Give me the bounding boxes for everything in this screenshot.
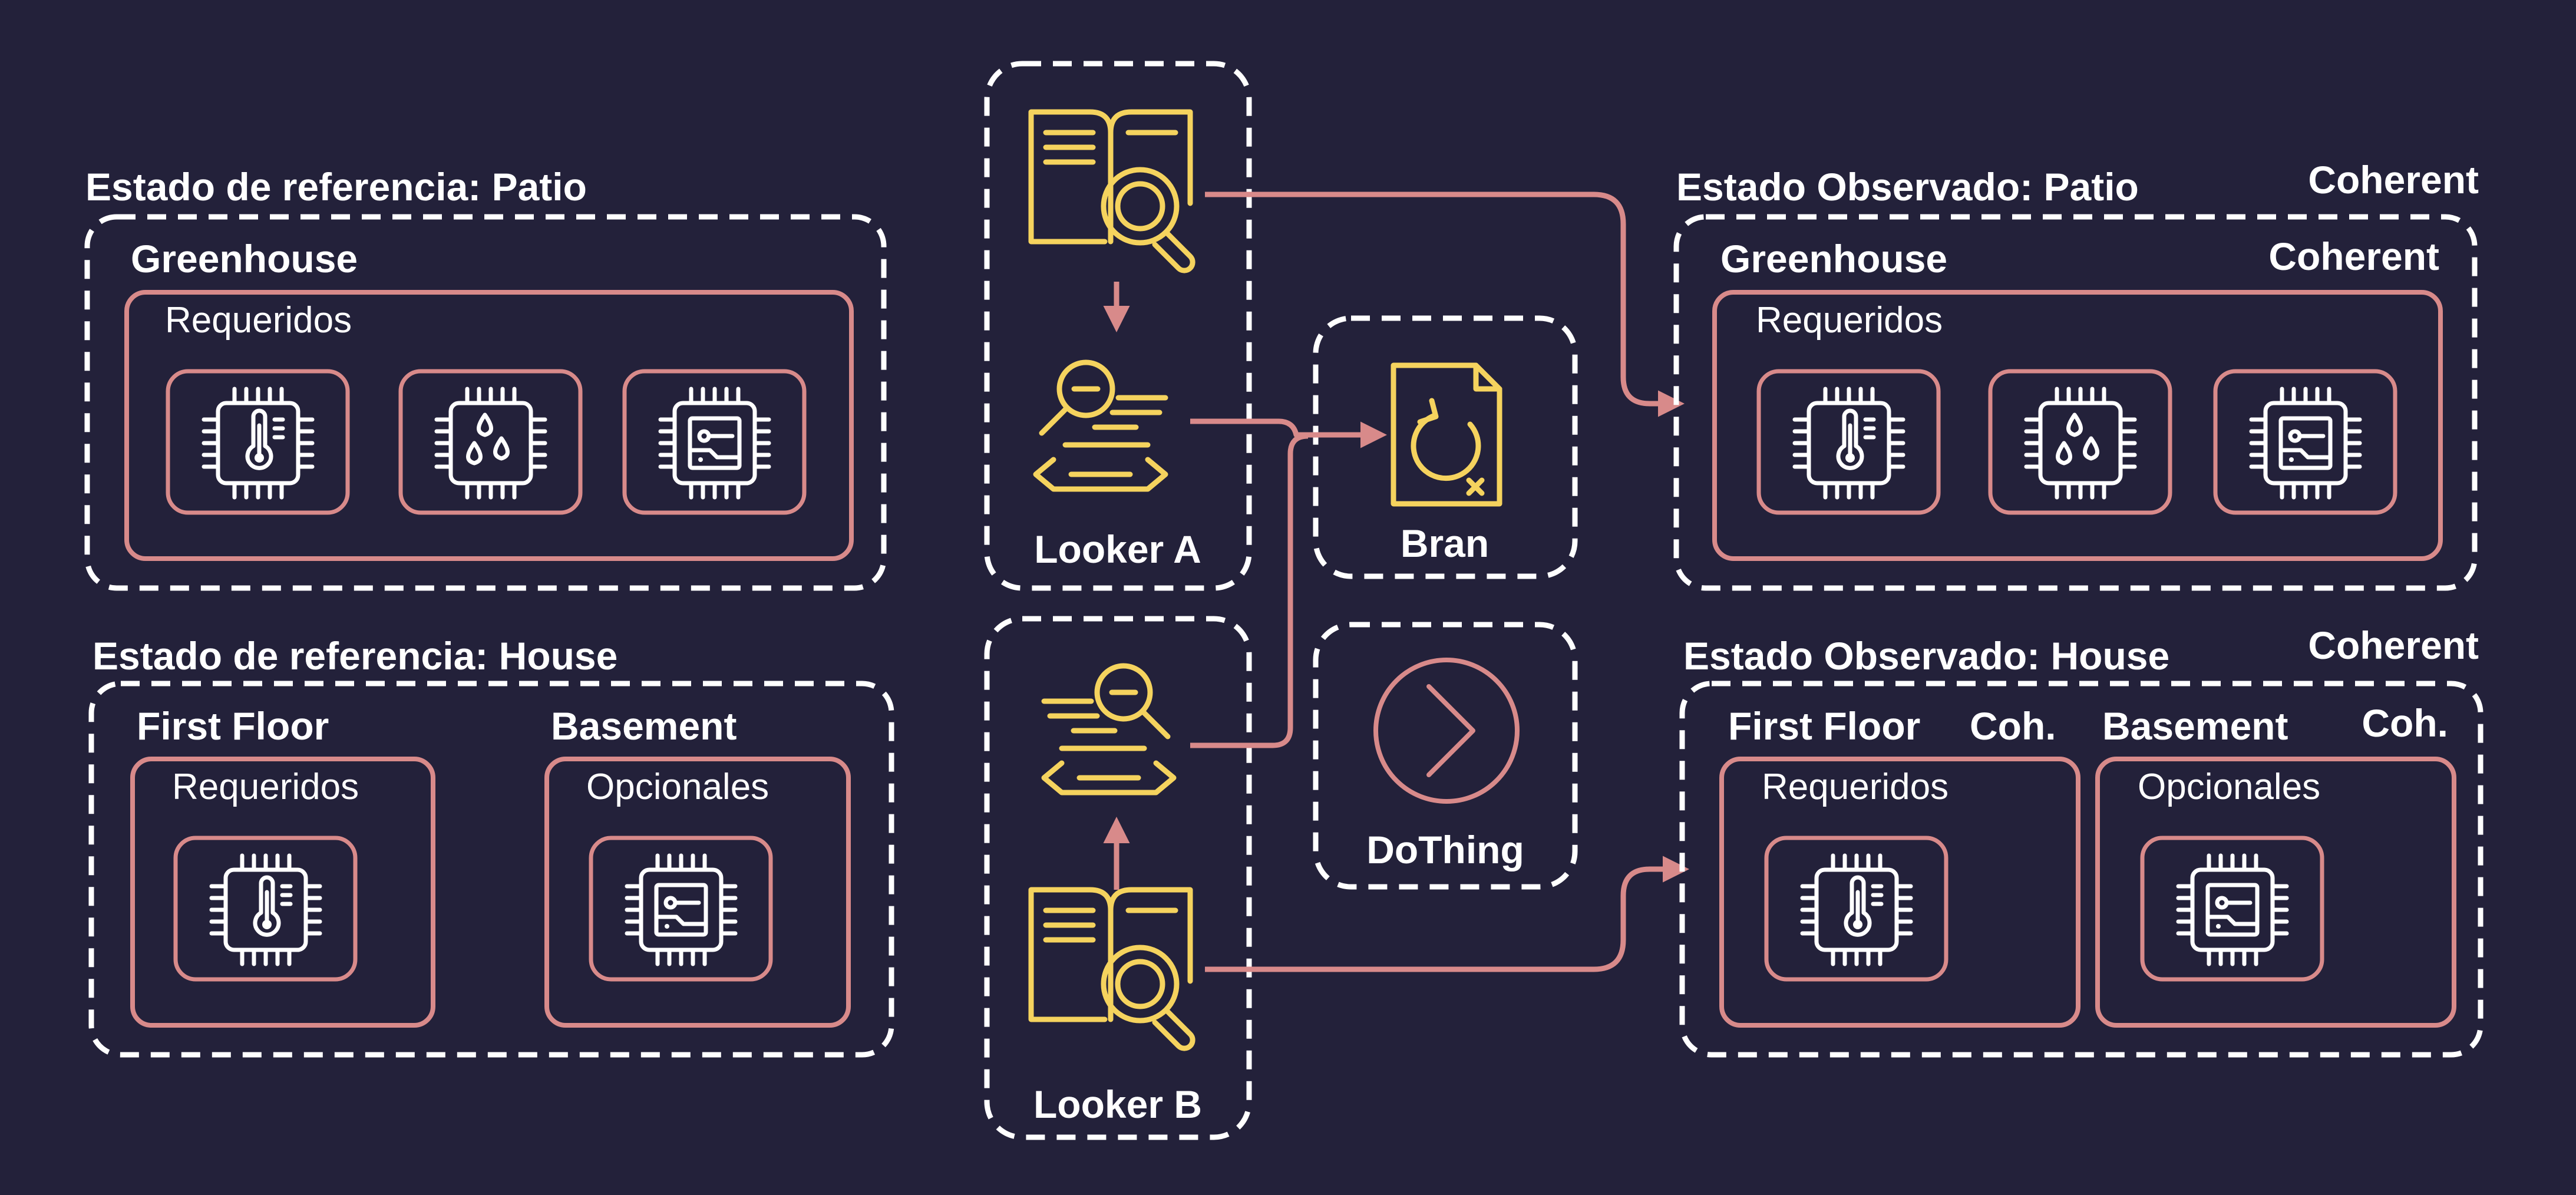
looker-a-group: Looker A	[984, 61, 1252, 591]
thermometer-chip-icon	[1802, 856, 1911, 964]
reference-patio-frame	[84, 214, 887, 591]
chip-slot	[1756, 369, 1941, 515]
reference-basement-box	[544, 757, 851, 1028]
chip-slot	[1988, 369, 2172, 515]
observed-patio-status: Coherent	[2308, 158, 2479, 202]
book-search-icon	[1031, 112, 1193, 270]
observed-patio-group: Estado Observado: Patio Coherent Greenho…	[1673, 158, 2479, 591]
circuit-chip-icon	[660, 389, 769, 497]
looker-a-label: Looker A	[1034, 527, 1201, 571]
observed-basement-box	[2095, 757, 2456, 1028]
chip-slot	[589, 836, 773, 982]
observed-first-floor-status: Coh.	[1970, 704, 2056, 748]
humidity-chip-icon	[437, 389, 545, 497]
chip-slot	[1764, 836, 1948, 982]
dothing-label: DoThing	[1366, 828, 1524, 872]
observed-patio-frame	[1673, 214, 2478, 591]
observed-first-floor-group-label: Requeridos	[1762, 767, 1948, 807]
circuit-chip-icon	[2178, 856, 2287, 964]
reference-patio-group: Estado de referencia: Patio Greenhouse R…	[84, 165, 887, 591]
file-refresh-icon	[1391, 362, 1502, 507]
reference-house-frame	[88, 681, 894, 1058]
chip-slot	[166, 369, 350, 515]
chip-slot	[398, 369, 583, 515]
bran-group: Bran	[1313, 315, 1578, 579]
observed-house-status: Coherent	[2308, 623, 2479, 667]
reference-first-floor-group-label: Requeridos	[172, 767, 359, 807]
thermometer-chip-icon	[204, 389, 312, 497]
arrow-looker-a-to-bran	[1190, 418, 1387, 448]
observed-patio-title: Estado Observado: Patio	[1676, 165, 2139, 209]
observed-basement-group-label: Opcionales	[2138, 767, 2320, 807]
chip-slot	[173, 836, 358, 982]
arrow-looker-a-to-observed-patio	[1205, 192, 1685, 417]
observed-first-floor-box	[1719, 757, 2080, 1028]
bran-frame	[1313, 315, 1578, 579]
reference-patio-group-box	[124, 290, 854, 561]
looker-b-group: Looker B	[984, 616, 1252, 1140]
bran-label: Bran	[1401, 521, 1489, 565]
reference-first-floor-box	[130, 757, 435, 1028]
observed-house-group: Estado Observado: House Coherent First F…	[1679, 623, 2483, 1058]
observed-basement-label: Basement	[2102, 704, 2288, 748]
chevron-right-circle-icon	[1373, 658, 1520, 804]
doc-search-icon	[1044, 666, 1174, 793]
connectors	[1103, 192, 1689, 972]
looker-b-label: Looker B	[1033, 1082, 1202, 1126]
observed-patio-group-label: Requeridos	[1756, 300, 1943, 341]
observed-house-title: Estado Observado: House	[1683, 634, 2169, 678]
arrow-looker-b-to-observed-house	[1205, 856, 1689, 972]
observed-house-frame	[1679, 681, 2483, 1058]
chip-slot	[2213, 369, 2397, 515]
observed-patio-zone-label: Greenhouse	[1720, 237, 1947, 280]
reference-patio-group-label: Requeridos	[165, 300, 352, 341]
reference-patio-zone-label: Greenhouse	[131, 237, 358, 280]
reference-house-group: Estado de referencia: House First Floor …	[88, 634, 894, 1058]
reference-basement-group-label: Opcionales	[586, 767, 769, 807]
reference-house-title: Estado de referencia: House	[93, 634, 617, 678]
observed-first-floor-label: First Floor	[1728, 704, 1920, 748]
thermometer-chip-icon	[212, 856, 320, 964]
reference-patio-title: Estado de referencia: Patio	[85, 165, 587, 209]
humidity-chip-icon	[2026, 389, 2135, 497]
reference-basement-label: Basement	[551, 704, 737, 748]
observed-patio-group-box	[1712, 290, 2443, 561]
chip-slot	[2140, 836, 2324, 982]
looker-b-frame	[984, 616, 1252, 1140]
chip-slot	[622, 369, 807, 515]
dothing-group: DoThing	[1313, 622, 1578, 890]
thermometer-chip-icon	[1795, 389, 1903, 497]
arrow-looker-b-to-bran	[1190, 433, 1309, 748]
observed-basement-status: Coh.	[2362, 701, 2448, 745]
book-search-icon	[1031, 890, 1193, 1048]
circuit-chip-icon	[2251, 389, 2360, 497]
reference-first-floor-label: First Floor	[137, 704, 329, 748]
doc-search-icon	[1036, 362, 1165, 489]
looker-a-frame	[984, 61, 1252, 591]
circuit-chip-icon	[627, 856, 735, 964]
dothing-frame	[1313, 622, 1578, 890]
observed-patio-zone-status: Coherent	[2268, 235, 2439, 278]
